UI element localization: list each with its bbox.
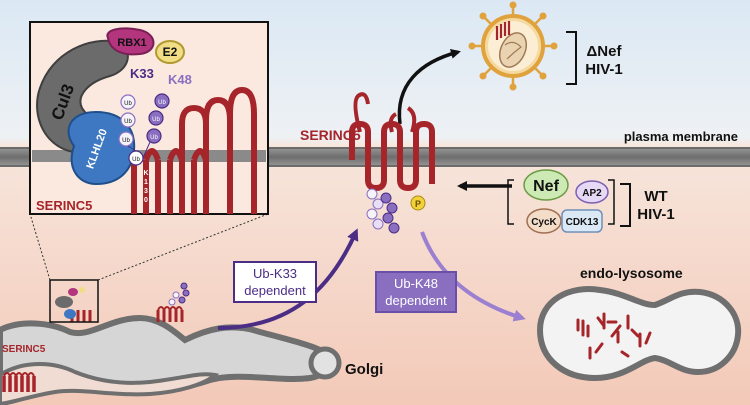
- serinc5-main-label: SERINC5: [300, 127, 361, 143]
- cdk13-label: CDK13: [566, 217, 599, 228]
- hiv-virion: [468, 1, 558, 91]
- phosphorylation-site: P: [410, 195, 426, 211]
- ub-label: Ub: [124, 119, 132, 125]
- rbx1-label: RBX1: [117, 37, 146, 49]
- serinc5-golgi-complex: [55, 287, 92, 322]
- nef-label: Nef: [533, 178, 559, 195]
- serinc5-inset-label: SERINC5: [36, 198, 92, 213]
- ub-label: Ub: [158, 100, 166, 106]
- serinc5-golgi-protein: [156, 282, 190, 322]
- serinc5-small-protein: [2, 372, 36, 392]
- ub-k48-degradation-arrow: [420, 231, 526, 322]
- wt-bracket: [620, 183, 631, 227]
- ub-k33-label-line1: Ub-K33: [253, 266, 297, 281]
- ap2-label: AP2: [582, 188, 602, 199]
- delta-nef-bracket: [566, 31, 577, 85]
- e2-label: E2: [163, 45, 178, 59]
- k33-label: K33: [130, 66, 154, 81]
- golgi-label: Golgi: [345, 361, 383, 378]
- ub-label: Ub: [132, 157, 140, 163]
- ub-label: Ub: [124, 101, 132, 107]
- plasma-membrane-label: plasma membrane: [624, 129, 738, 144]
- ub-chain-k33-inset: [118, 94, 144, 166]
- k130-residue-label: 0: [144, 197, 148, 204]
- nef-complex: [507, 169, 615, 234]
- golgi-organelle: [0, 314, 342, 405]
- ub-label: Ub: [150, 135, 158, 141]
- k130-residue-label: K: [143, 170, 148, 177]
- ub-k33-dependent-box: Ub-K33 dependent: [233, 261, 317, 303]
- cycK-label: CycK: [531, 217, 557, 228]
- endo-lysosome-label: endo-lysosome: [580, 265, 683, 281]
- ub-k33-label-line2: dependent: [244, 283, 306, 298]
- k130-residue-label: 1: [144, 179, 148, 186]
- virion-incorporation-arrow: [397, 48, 461, 125]
- ubiquitin-chain-main: [366, 188, 400, 234]
- k48-label: K48: [168, 72, 192, 87]
- wt-label-line1: WT: [644, 188, 667, 205]
- ub-label: Ub: [152, 117, 160, 123]
- ub-label: Ub: [122, 138, 130, 144]
- ub-k48-label-line2: dependent: [385, 293, 447, 308]
- degraded-serinc5-fragments: [576, 312, 652, 360]
- delta-nef-label-line1: ΔNef: [587, 43, 623, 60]
- wt-label-line2: HIV-1: [637, 206, 675, 223]
- ub-k48-label-line1: Ub-K48: [394, 276, 438, 291]
- zoom-source-box: [49, 279, 99, 323]
- phospho-label: P: [415, 199, 421, 209]
- zoom-line-left: [29, 213, 51, 281]
- delta-nef-label-line2: HIV-1: [585, 61, 623, 78]
- serinc5-small-label: SERINC5: [2, 344, 46, 355]
- serinc5-main-protein: [349, 92, 435, 191]
- ub-chain-k48-inset: [142, 93, 170, 159]
- ub-k48-dependent-box: Ub-K48 dependent: [375, 271, 457, 313]
- k130-residue-label: 3: [144, 188, 148, 195]
